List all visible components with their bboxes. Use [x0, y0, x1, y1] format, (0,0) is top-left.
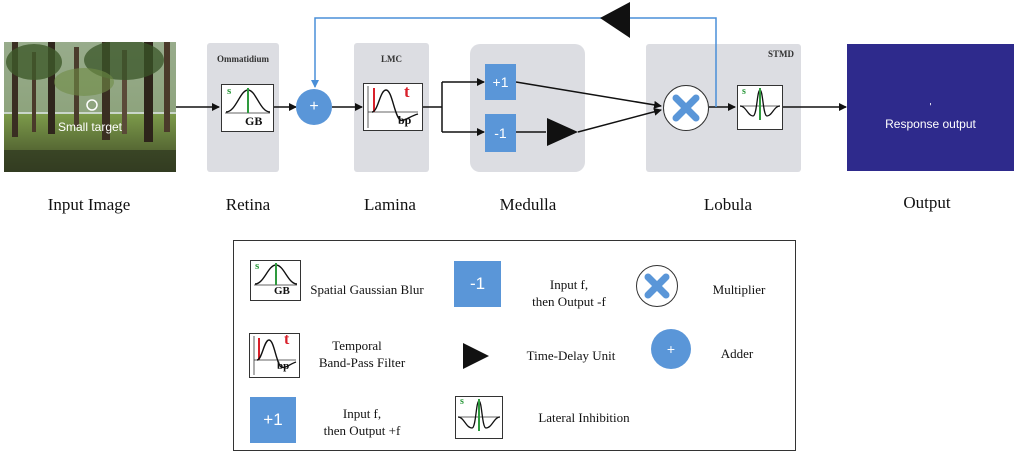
- bp-t-symbol: t: [404, 82, 410, 101]
- plus-one-text: +1: [492, 74, 509, 90]
- arrow-delay-mult: [577, 107, 662, 133]
- lmc-title: LMC: [381, 54, 402, 64]
- legend-li-icon: s: [455, 396, 503, 439]
- plus-one-box: +1: [485, 64, 516, 100]
- input-image: Small target: [4, 42, 176, 172]
- label-retina: Retina: [225, 195, 271, 214]
- label-medulla: Medulla: [499, 195, 557, 214]
- lateral-inhibition-box: s: [737, 85, 783, 130]
- gaussian-blur-box: s GB: [221, 84, 274, 132]
- small-target-caption: Small target: [57, 120, 123, 134]
- adder-node: +: [296, 89, 332, 125]
- legend-gb-icon: s GB: [250, 260, 301, 301]
- legend-li-text: Lateral Inhibition: [538, 410, 630, 425]
- ommatidium-title: Ommatidium: [216, 54, 269, 64]
- output-box: ' Response output: [847, 44, 1014, 171]
- legend-adder-text: Adder: [720, 346, 754, 361]
- legend-gb-text: Spatial Gaussian Blur: [310, 282, 424, 297]
- multiplier-node: [663, 85, 709, 131]
- stmd-title: STMD: [767, 49, 794, 59]
- legend-multiplier-icon: [636, 265, 678, 307]
- label-input-image: Input Image: [47, 195, 131, 214]
- legend-plus-one-text: +1: [263, 410, 283, 429]
- small-target-circle: [86, 99, 98, 111]
- legend-multiplier-text: Multiplier: [712, 282, 766, 297]
- legend-minus-text-2: then Output -f: [532, 294, 606, 309]
- legend-bp-t: t: [284, 331, 290, 348]
- feedback-line: [311, 17, 717, 107]
- response-output-text: Response output: [885, 117, 976, 131]
- adder-symbol: +: [309, 98, 319, 115]
- legend-gb-s: s: [255, 260, 260, 272]
- legend-adder-icon: +: [651, 329, 691, 369]
- legend-delay-icon: [463, 343, 489, 369]
- minus-one-text: -1: [494, 125, 507, 141]
- gb-s-symbol: s: [227, 85, 232, 97]
- bandpass-icon: [367, 86, 419, 128]
- legend-plus-text-1: Input f,: [342, 406, 382, 421]
- minus-one-box: -1: [485, 114, 516, 152]
- legend-plus-text-2: then Output +f: [323, 423, 401, 438]
- medulla-delay-unit: [547, 118, 578, 146]
- li-s-symbol: s: [742, 86, 746, 97]
- legend-li-s: s: [460, 396, 464, 407]
- lateral-inhibition-icon: [739, 88, 781, 120]
- legend-minus-text-1: Input f,: [549, 277, 589, 292]
- legend-gb-label: GB: [274, 285, 290, 297]
- label-output: Output: [903, 193, 951, 212]
- arrow-plus1-mult: [515, 81, 662, 109]
- legend-plus-one-box: +1: [250, 397, 296, 443]
- legend-adder-symbol: +: [666, 341, 676, 357]
- forest-photo: [4, 42, 176, 172]
- legend-bp-icon: t bp: [249, 331, 300, 378]
- label-lobula: Lobula: [703, 195, 753, 214]
- legend-minus-one-text: -1: [469, 274, 486, 293]
- gaussian-icon: [225, 88, 271, 114]
- legend-box: s GB Spatial Gaussian Blur -1 Input f, t…: [233, 240, 796, 451]
- legend-delay-text: Time-Delay Unit: [526, 348, 616, 363]
- bp-label: bp: [398, 113, 412, 127]
- gb-label: GB: [245, 114, 263, 128]
- output-dot: ': [929, 102, 932, 113]
- legend-bp-text-1: Temporal: [332, 338, 382, 353]
- bandpass-box: t bp: [363, 82, 423, 131]
- label-lamina: Lamina: [364, 195, 416, 214]
- multiply-icon: [672, 94, 700, 122]
- feedback-delay-unit: [600, 2, 630, 38]
- legend-minus-one-box: -1: [454, 261, 501, 307]
- legend-bp-label: bp: [277, 360, 290, 372]
- legend-bp-text-2: Band-Pass Filter: [318, 355, 406, 370]
